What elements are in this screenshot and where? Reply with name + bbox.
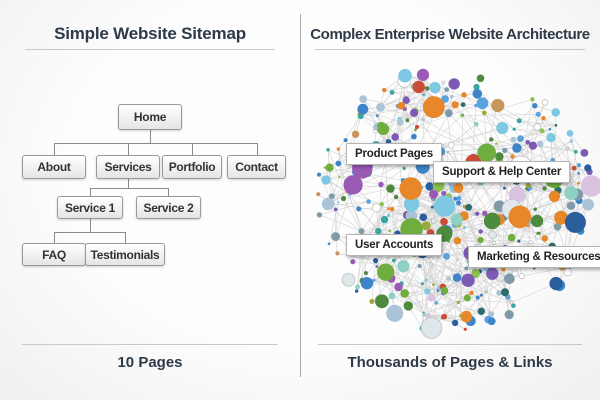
connector-contact-drop xyxy=(257,143,258,155)
sitemap-node-home: Home xyxy=(118,104,182,130)
left-panel-title: Simple Website Sitemap xyxy=(54,24,246,43)
cluster-label-support-help-center: Support & Help Center xyxy=(433,161,571,183)
connector-level4-bus xyxy=(54,232,125,233)
sitemap-node-faq: FAQ xyxy=(22,243,86,266)
sitemap-node-service2: Service 2 xyxy=(136,196,201,219)
connector-about-drop xyxy=(54,143,55,155)
connector-home-down xyxy=(150,129,151,143)
sitemap-node-testimonials: Testimonials xyxy=(85,243,165,266)
cluster-label-product-pages: Product Pages xyxy=(346,143,442,165)
cluster-label-marketing-resources: Marketing & Resources xyxy=(468,246,600,268)
left-panel-caption: 10 Pages xyxy=(117,354,183,371)
sitemap-node-service1: Service 1 xyxy=(57,196,123,219)
network-graph xyxy=(316,68,600,339)
sitemap-node-portfolio: Portfolio xyxy=(162,155,222,179)
connector-service1-down xyxy=(90,219,91,232)
sitemap-node-services: Services xyxy=(96,155,160,179)
cluster-label-user-accounts: User Accounts xyxy=(346,234,443,256)
left-title-underline xyxy=(25,49,275,50)
right-title-underline xyxy=(315,49,585,50)
connector-service2-drop xyxy=(168,188,169,196)
connector-testimonials-drop xyxy=(125,232,126,243)
panel-divider xyxy=(300,14,301,377)
right-caption-rule xyxy=(318,344,582,345)
sitemap-node-contact: Contact xyxy=(227,155,286,179)
connector-services-down xyxy=(128,179,129,188)
left-caption-rule xyxy=(22,344,278,345)
connector-service1-drop xyxy=(90,188,91,196)
connector-level2-bus xyxy=(54,143,257,144)
right-panel-title: Complex Enterprise Website Architecture xyxy=(310,26,590,43)
right-panel-caption: Thousands of Pages & Links xyxy=(347,354,553,371)
connector-level3-bus xyxy=(90,188,169,189)
connector-portfolio-drop xyxy=(192,143,193,155)
connector-services-drop xyxy=(128,143,129,155)
sitemap-node-about: About xyxy=(22,155,86,179)
connector-faq-drop xyxy=(54,232,55,243)
